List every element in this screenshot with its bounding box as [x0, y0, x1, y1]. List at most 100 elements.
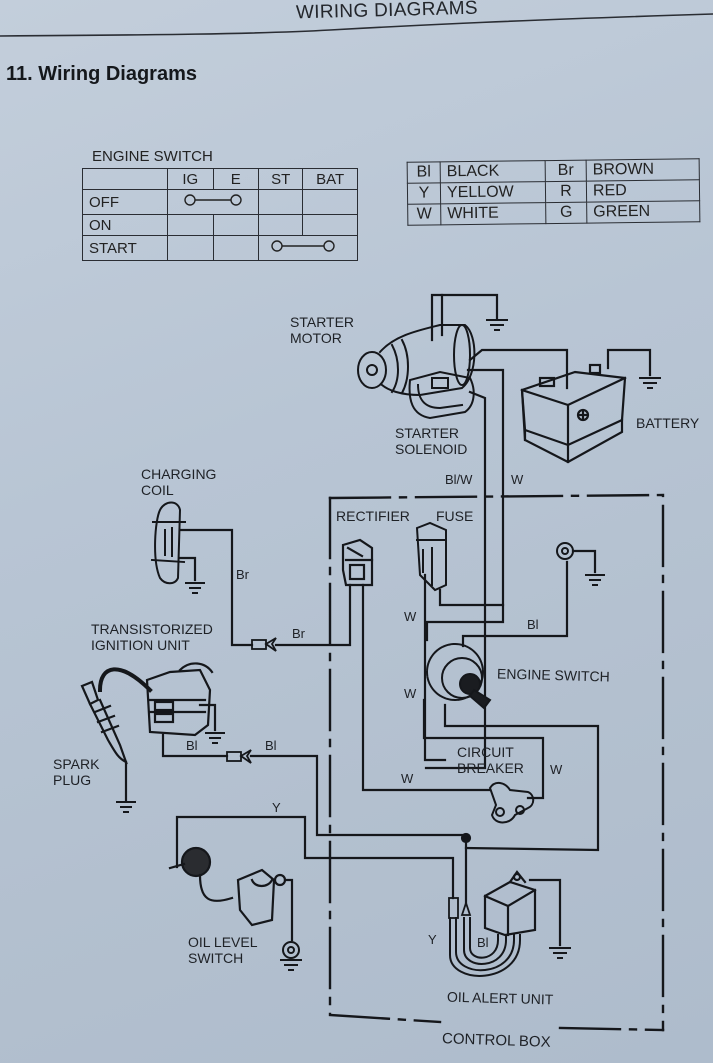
wire-terminal-ground — [571, 549, 597, 574]
ignition-unit-label: TRANSISTORIZED IGNITION UNIT — [91, 621, 213, 653]
continuity-cell — [258, 235, 358, 261]
engine-switch-icon — [426, 643, 492, 710]
ground-icon — [639, 377, 661, 389]
wire-label: Br — [292, 626, 305, 641]
wire-oil-y — [175, 815, 455, 900]
wire-breaker-w-right — [422, 698, 545, 800]
wire-rectifier-br — [274, 583, 352, 647]
label-line: MOTOR — [290, 330, 342, 346]
row-label: START — [82, 235, 168, 261]
label-line: STARTER — [290, 314, 355, 330]
wire-alert-ground — [528, 878, 562, 947]
engine-switch-table: IG E ST BAT OFF ON START — [82, 168, 358, 261]
fuse-label: FUSE — [436, 508, 474, 524]
label-line: SPARK — [53, 756, 100, 772]
wire-label: W — [404, 609, 417, 624]
wire-label: Y — [272, 800, 281, 815]
wire-ignition-ground — [198, 703, 217, 732]
engine-switch-label: ENGINE SWITCH — [496, 665, 610, 685]
wire-oil-switch-ground — [283, 878, 294, 942]
wire-solenoid-w — [425, 368, 505, 642]
starter-solenoid-label: STARTER SOLENOID — [395, 425, 467, 457]
starter-motor-icon — [357, 324, 476, 397]
wire-alert-harness — [449, 917, 521, 977]
table-header-cell: IG — [167, 168, 214, 190]
wire-engine-switch-bl — [461, 560, 569, 648]
wire-label: W — [511, 472, 524, 487]
ground-terminal-icon — [556, 542, 574, 560]
connector-icon — [448, 897, 472, 919]
label-line: BREAKER — [457, 760, 524, 776]
battery-label: BATTERY — [636, 415, 700, 431]
wire-battery-ground — [606, 348, 652, 377]
table-cell — [212, 235, 259, 261]
wire-label: Bl/W — [445, 472, 473, 487]
rectifier-icon — [341, 538, 374, 587]
wire-label: W — [401, 771, 414, 786]
label-line: SOLENOID — [395, 441, 468, 457]
control-box-outline — [328, 493, 665, 1032]
fuse-icon — [415, 521, 447, 592]
label-line: STARTER — [395, 425, 460, 441]
wire-label: Bl — [265, 738, 277, 753]
label-line: IGNITION UNIT — [91, 637, 190, 653]
wire-ignition-bl — [161, 733, 229, 758]
table-row: START — [82, 235, 358, 261]
engine-switch-table-caption: ENGINE SWITCH — [92, 148, 213, 165]
oil-level-switch-icon — [168, 846, 287, 927]
connector-icon — [226, 749, 252, 764]
ground-icon — [486, 319, 508, 331]
ground-icon — [116, 801, 136, 813]
wire-coil-br — [178, 528, 254, 647]
ground-icon — [585, 574, 605, 586]
label-line: PLUG — [53, 772, 92, 788]
starter-motor-label: STARTER MOTOR — [290, 314, 354, 346]
label-line: TRANSISTORIZED — [91, 621, 213, 637]
oil-alert-unit-label: OIL ALERT UNIT — [446, 988, 554, 1008]
charging-coil-icon — [150, 501, 186, 585]
wire-starter-ground — [430, 293, 499, 342]
circuit-breaker-label: CIRCUIT BREAKER — [457, 744, 524, 776]
section-title: 11. Wiring Diagrams — [6, 63, 197, 85]
battery-icon — [520, 363, 627, 464]
wire-label: W — [550, 762, 563, 777]
connector-icon — [251, 637, 277, 652]
wire-label: W — [404, 686, 417, 701]
table-row: ON — [82, 214, 358, 236]
oil-level-switch-label: OIL LEVEL SWITCH — [188, 934, 258, 966]
wire-rectifier-w — [361, 583, 492, 792]
spark-plug-label: SPARK PLUG — [53, 756, 99, 788]
ground-icon — [549, 947, 571, 959]
continuity-cell — [167, 189, 259, 215]
wire-bl-to-control-box — [249, 754, 468, 837]
table-cell — [167, 235, 214, 261]
charging-coil-label: CHARGING COIL — [141, 466, 216, 498]
row-label: OFF — [82, 189, 168, 215]
table-row: OFF — [82, 189, 358, 215]
wire-label: Bl — [186, 738, 198, 753]
label-line: OIL LEVEL — [188, 934, 258, 950]
header-rule — [0, 13, 713, 37]
table-cell — [302, 189, 358, 215]
ground-icon — [185, 582, 205, 594]
wire-label: Y — [428, 932, 437, 947]
wire-fuse-w — [423, 573, 505, 762]
wire-label: Bl — [527, 617, 539, 632]
label-line: SWITCH — [188, 950, 244, 966]
label-line: CHARGING — [141, 466, 217, 482]
ground-terminal-icon — [280, 941, 302, 971]
ignition-unit-icon — [145, 662, 214, 737]
ground-icon — [205, 732, 225, 744]
oil-alert-unit-icon — [483, 870, 537, 937]
circuit-breaker-icon — [488, 782, 535, 824]
wire-battery-positive — [468, 348, 569, 390]
spark-plug-icon — [80, 680, 128, 765]
wire-solenoid-blw — [424, 390, 487, 770]
label-line: CIRCUIT — [457, 744, 514, 760]
wire-label: Bl — [477, 935, 489, 950]
wire-coil-ground — [178, 556, 197, 582]
table-header-cell: BAT — [302, 168, 358, 190]
continuity-st-bat-icon — [271, 240, 335, 252]
